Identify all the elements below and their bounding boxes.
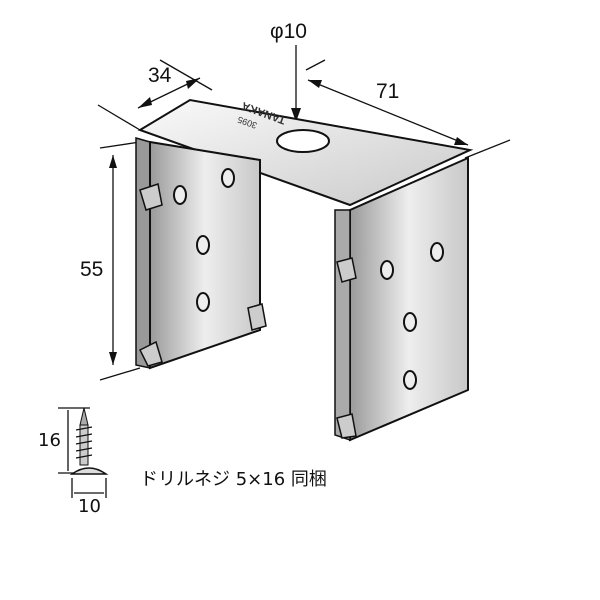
bend-tabs bbox=[138, 183, 357, 439]
screw-length-label: 16 bbox=[38, 430, 61, 451]
caption: ドリルネジ 5×16 同梱 bbox=[140, 469, 327, 490]
arrowheads bbox=[109, 78, 468, 365]
screw-head-label: 10 bbox=[78, 496, 101, 517]
hole-diameter-label: φ10 bbox=[270, 20, 307, 43]
hole-10mm bbox=[276, 129, 330, 153]
screw-holes bbox=[173, 168, 444, 390]
left-leg-edge bbox=[135, 137, 151, 369]
right-leg-edge bbox=[334, 209, 351, 442]
depth-label: 34 bbox=[148, 64, 172, 87]
left-leg bbox=[149, 140, 261, 370]
screw-icon bbox=[69, 407, 109, 475]
right-leg bbox=[349, 156, 469, 442]
dimension-lines bbox=[58, 45, 511, 498]
height-label: 55 bbox=[80, 258, 103, 281]
width-label: 71 bbox=[376, 80, 399, 103]
